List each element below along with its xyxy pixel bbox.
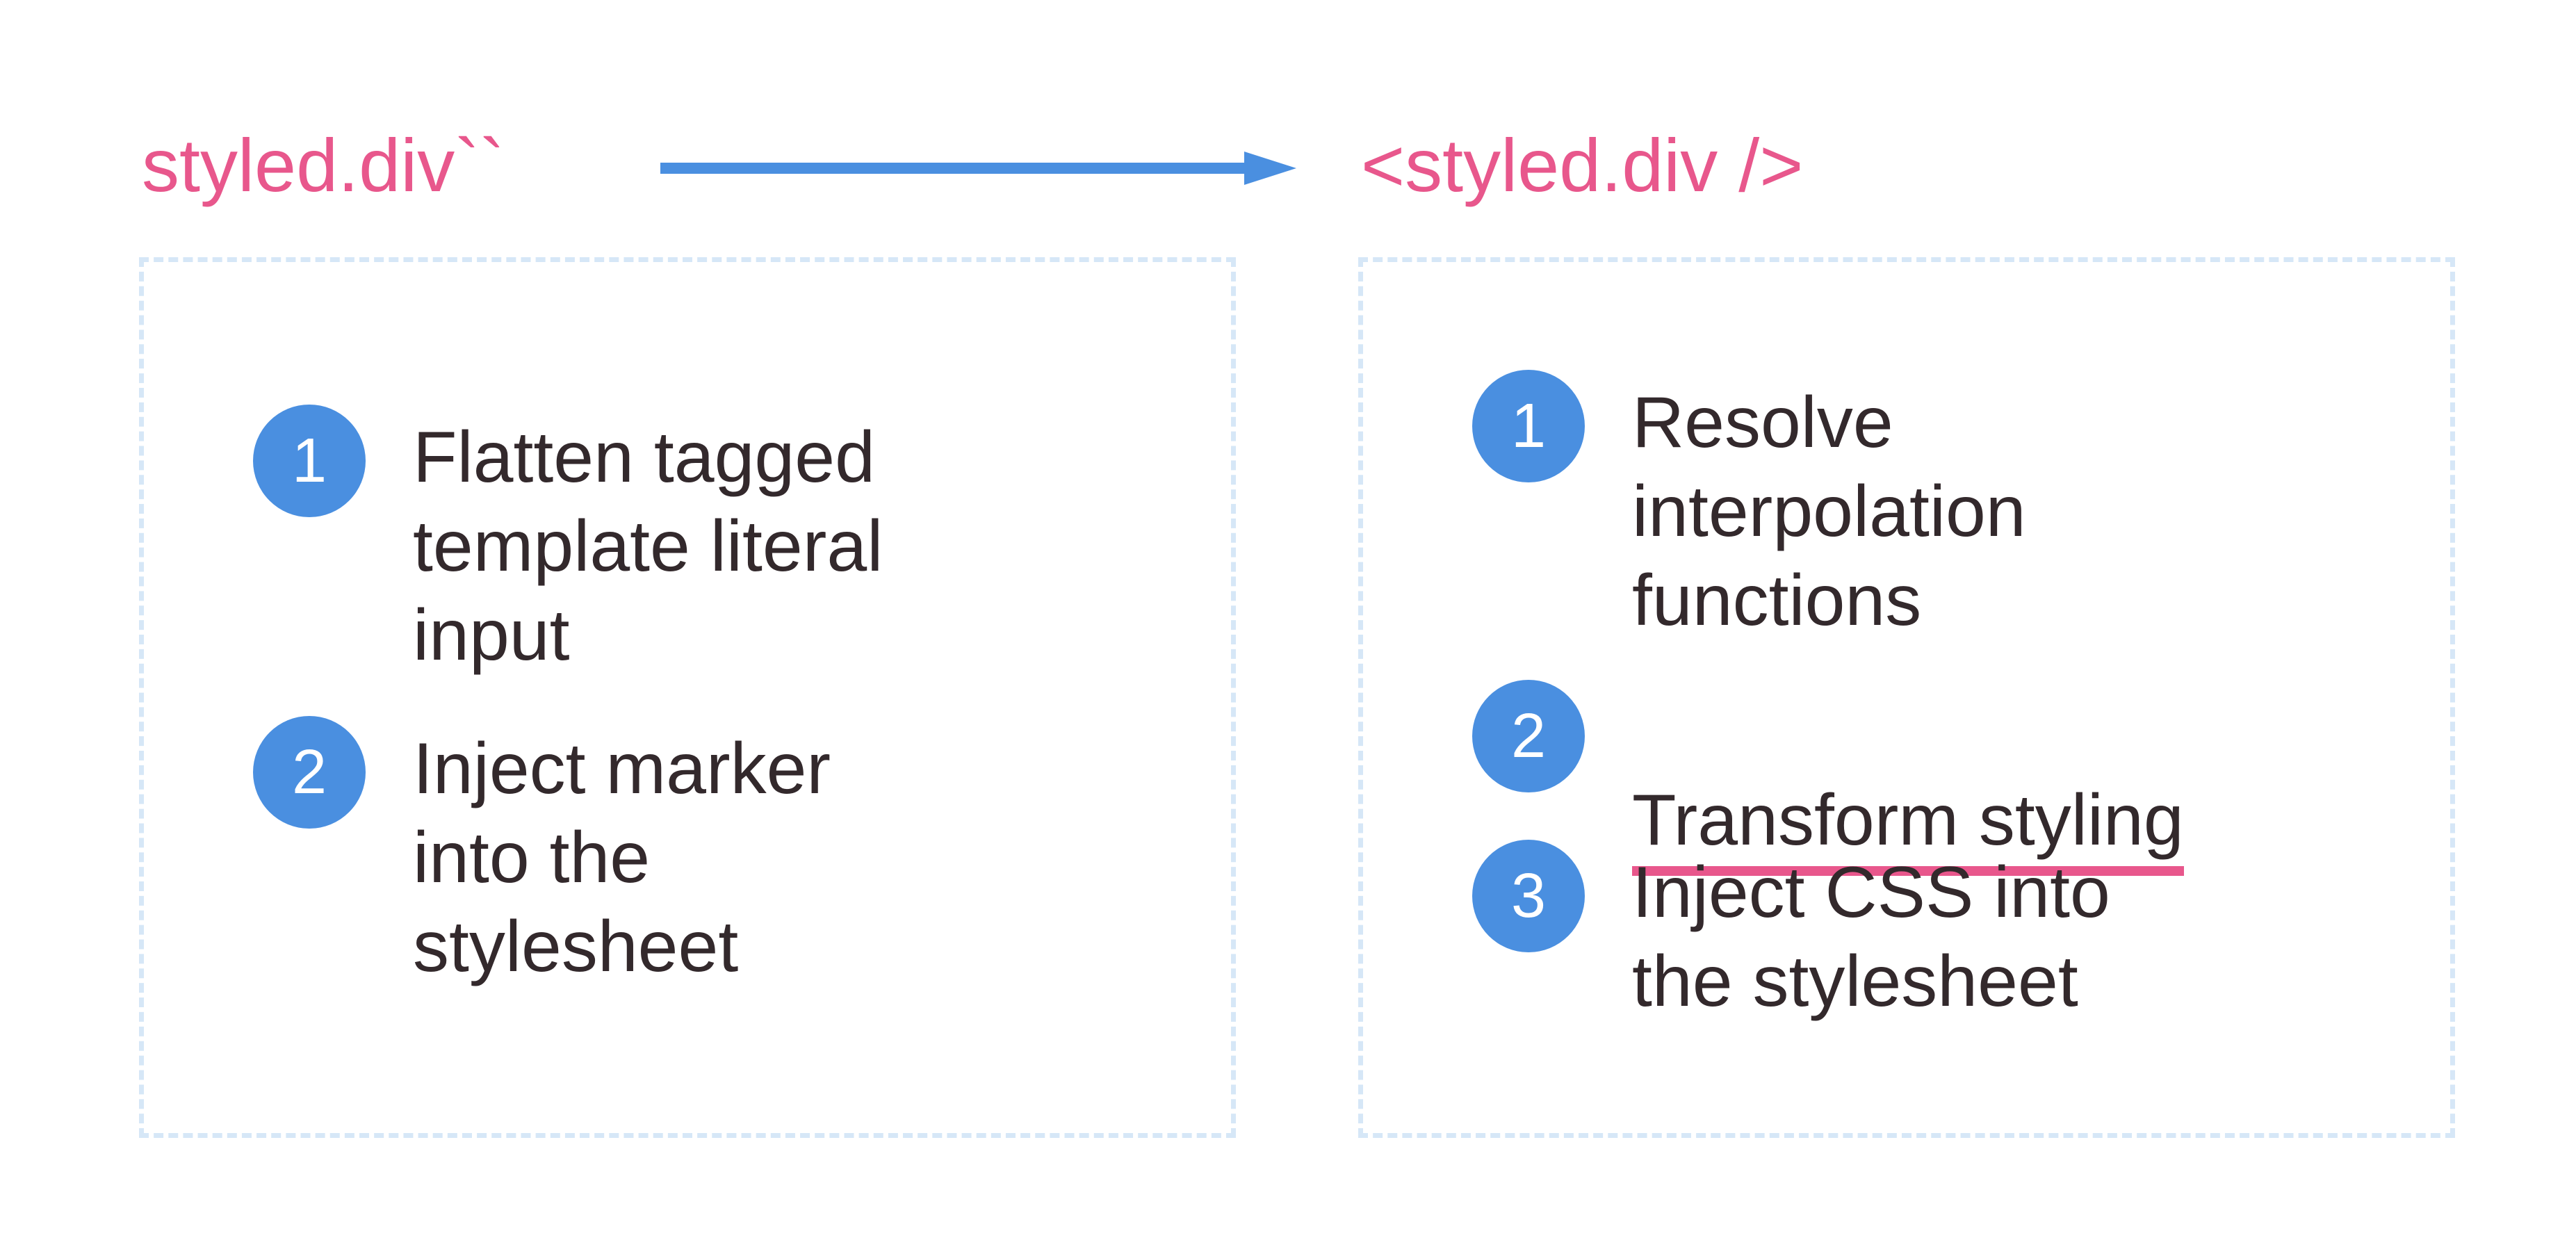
arrow-head: [1244, 152, 1296, 185]
step-number-badge: 2: [253, 716, 366, 829]
right-step-3: 3 Inject CSS into the stylesheet: [1472, 840, 2258, 1026]
underlined-step-label: Transform styling: [1632, 776, 2184, 876]
left-step-2: 2 Inject marker into the stylesheet: [253, 716, 1038, 991]
step-text: Resolve interpolation functions: [1632, 382, 2026, 641]
left-panel: [139, 257, 1236, 1138]
right-title: <styled.div />: [1361, 123, 1804, 207]
step-text: Flatten tagged template literal input: [413, 417, 883, 676]
left-title: styled.div``: [142, 123, 505, 207]
right-arrow-icon: [660, 152, 1296, 185]
step-text: Inject marker into the stylesheet: [413, 728, 831, 987]
right-panel: [1358, 257, 2455, 1138]
step-number-badge: 3: [1472, 840, 1585, 952]
step-text: Inject CSS into the stylesheet: [1632, 852, 2110, 1022]
step-number-badge: 1: [253, 405, 366, 517]
step-number-badge: 2: [1472, 680, 1585, 792]
step-number-badge: 1: [1472, 370, 1585, 482]
left-step-1: 1 Flatten tagged template literal input: [253, 405, 1038, 680]
step-text-highlighted: Transform styling: [1632, 687, 2258, 876]
right-step-2: 2 Transform styling: [1472, 680, 2258, 876]
right-step-1: 1 Resolve interpolation functions: [1472, 370, 2258, 645]
